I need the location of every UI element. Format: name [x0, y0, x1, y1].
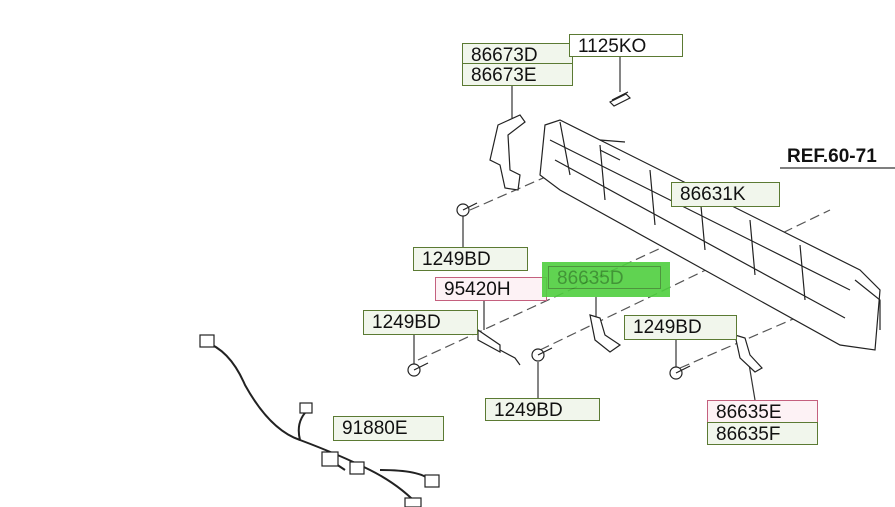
reference-label[interactable]: REF.60-71 — [787, 146, 877, 167]
part-label-86673D[interactable]: 86673D — [462, 43, 573, 65]
part-label-1249BD[interactable]: 1249BD — [485, 398, 600, 421]
part-label-1249BD[interactable]: 1249BD — [624, 315, 737, 340]
wiring-harness — [204, 341, 431, 507]
part-label-86673E[interactable]: 86673E — [462, 63, 573, 86]
part-label-1249BD[interactable]: 1249BD — [363, 310, 478, 335]
bolts — [407, 91, 691, 380]
part-label-86635D[interactable]: 86635D — [548, 266, 661, 289]
harness-connectors — [199, 334, 440, 507]
part-label-91880E[interactable]: 91880E — [333, 416, 444, 441]
bumper-beam — [539, 119, 881, 351]
lower-bracket-center — [589, 314, 622, 353]
lower-bracket-right — [734, 334, 763, 373]
highlight-86635D: 86635D — [542, 262, 670, 297]
sensor — [477, 328, 521, 366]
part-label-86635F[interactable]: 86635F — [707, 422, 818, 445]
part-label-86631K[interactable]: 86631K — [671, 182, 780, 207]
part-label-1249BD[interactable]: 1249BD — [413, 247, 528, 271]
part-label-1125KO[interactable]: 1125KO — [569, 34, 683, 57]
part-label-95420H[interactable]: 95420H — [435, 277, 547, 301]
part-label-86635E[interactable]: 86635E — [707, 400, 818, 423]
upper-bracket — [489, 114, 526, 191]
